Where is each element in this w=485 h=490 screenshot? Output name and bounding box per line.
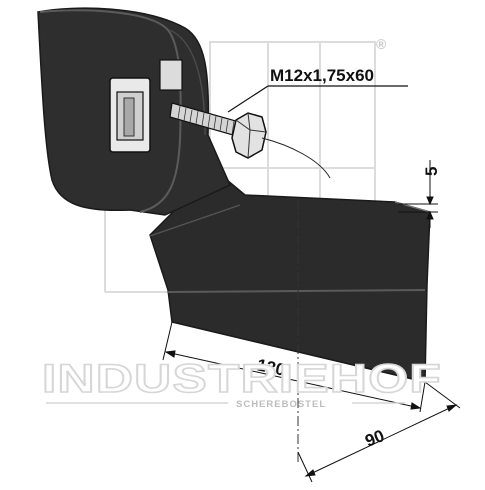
length-dimension (162, 321, 426, 413)
watermark-location: SCHEREBOSTEL (236, 399, 326, 410)
thickness-dimension (398, 160, 438, 228)
bolt-spec-label: M12x1,75x60 (270, 66, 374, 85)
bolt-icon (169, 102, 331, 179)
watermark-brand: INDUSTRIEHOF (42, 357, 442, 401)
thickness-label: 5 (422, 167, 441, 176)
bolt-leader-line (227, 85, 408, 113)
width-dimension (297, 381, 461, 483)
clamp-plate-icon (109, 59, 183, 153)
width-label: 90 (362, 426, 387, 451)
registered-mark: ® (376, 36, 387, 52)
